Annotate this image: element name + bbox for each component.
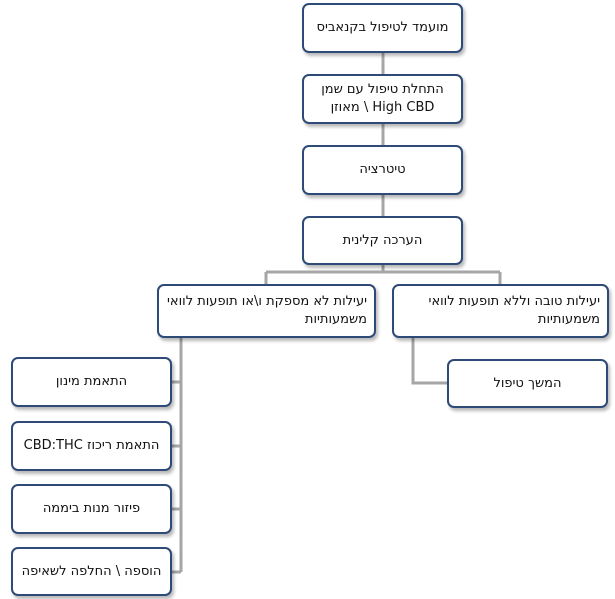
node-titration-label: טיטרציה [359, 162, 406, 177]
node-dose-distribution-label: פיזור מנות ביממה [42, 501, 141, 516]
node-add-or-switch-strain-label: הוספה \ החלפה לשאיפה [21, 563, 162, 579]
node-clinical-evaluation: הערכה קלינית [302, 216, 463, 265]
node-add-or-switch-strain: הוספה \ החלפה לשאיפה [11, 547, 172, 596]
node-dose-adjustment: התאמת מינון [11, 357, 172, 407]
node-start-treatment: התחלת טיפול עם שמן High CBD \ מאוזן [302, 74, 463, 124]
node-ratio-adjustment: התאמת ריכוז CBD:THC [11, 421, 172, 471]
node-start-treatment-label: התחלת טיפול עם שמן High CBD \ מאוזן [321, 82, 444, 115]
node-dose-distribution: פיזור מנות ביממה [11, 484, 172, 534]
node-dose-adjustment-label: התאמת מינון [55, 374, 128, 389]
node-ratio-adjustment-label: התאמת ריכוז CBD:THC [23, 438, 160, 453]
node-continue-treatment: המשך טיפול [447, 359, 608, 408]
node-referral: מועמד לטיפול בקנאביס [302, 3, 463, 53]
node-referral-label: מועמד לטיפול בקנאביס [316, 20, 449, 35]
node-poor-efficacy-label: יעילות לא מספקת ו\או תופעות לוואי משמעות… [167, 294, 367, 327]
node-good-efficacy-label: יעילות טובה וללא תופעות לוואי משמעותיות [428, 294, 600, 327]
node-continue-treatment-label: המשך טיפול [493, 375, 562, 391]
connector-good-to-continue [411, 338, 447, 385]
node-clinical-evaluation-label: הערכה קלינית [342, 232, 423, 248]
node-poor-efficacy: יעילות לא מספקת ו\או תופעות לוואי משמעות… [157, 284, 376, 338]
node-titration: טיטרציה [302, 145, 463, 195]
node-good-efficacy: יעילות טובה וללא תופעות לוואי משמעותיות [392, 284, 609, 338]
